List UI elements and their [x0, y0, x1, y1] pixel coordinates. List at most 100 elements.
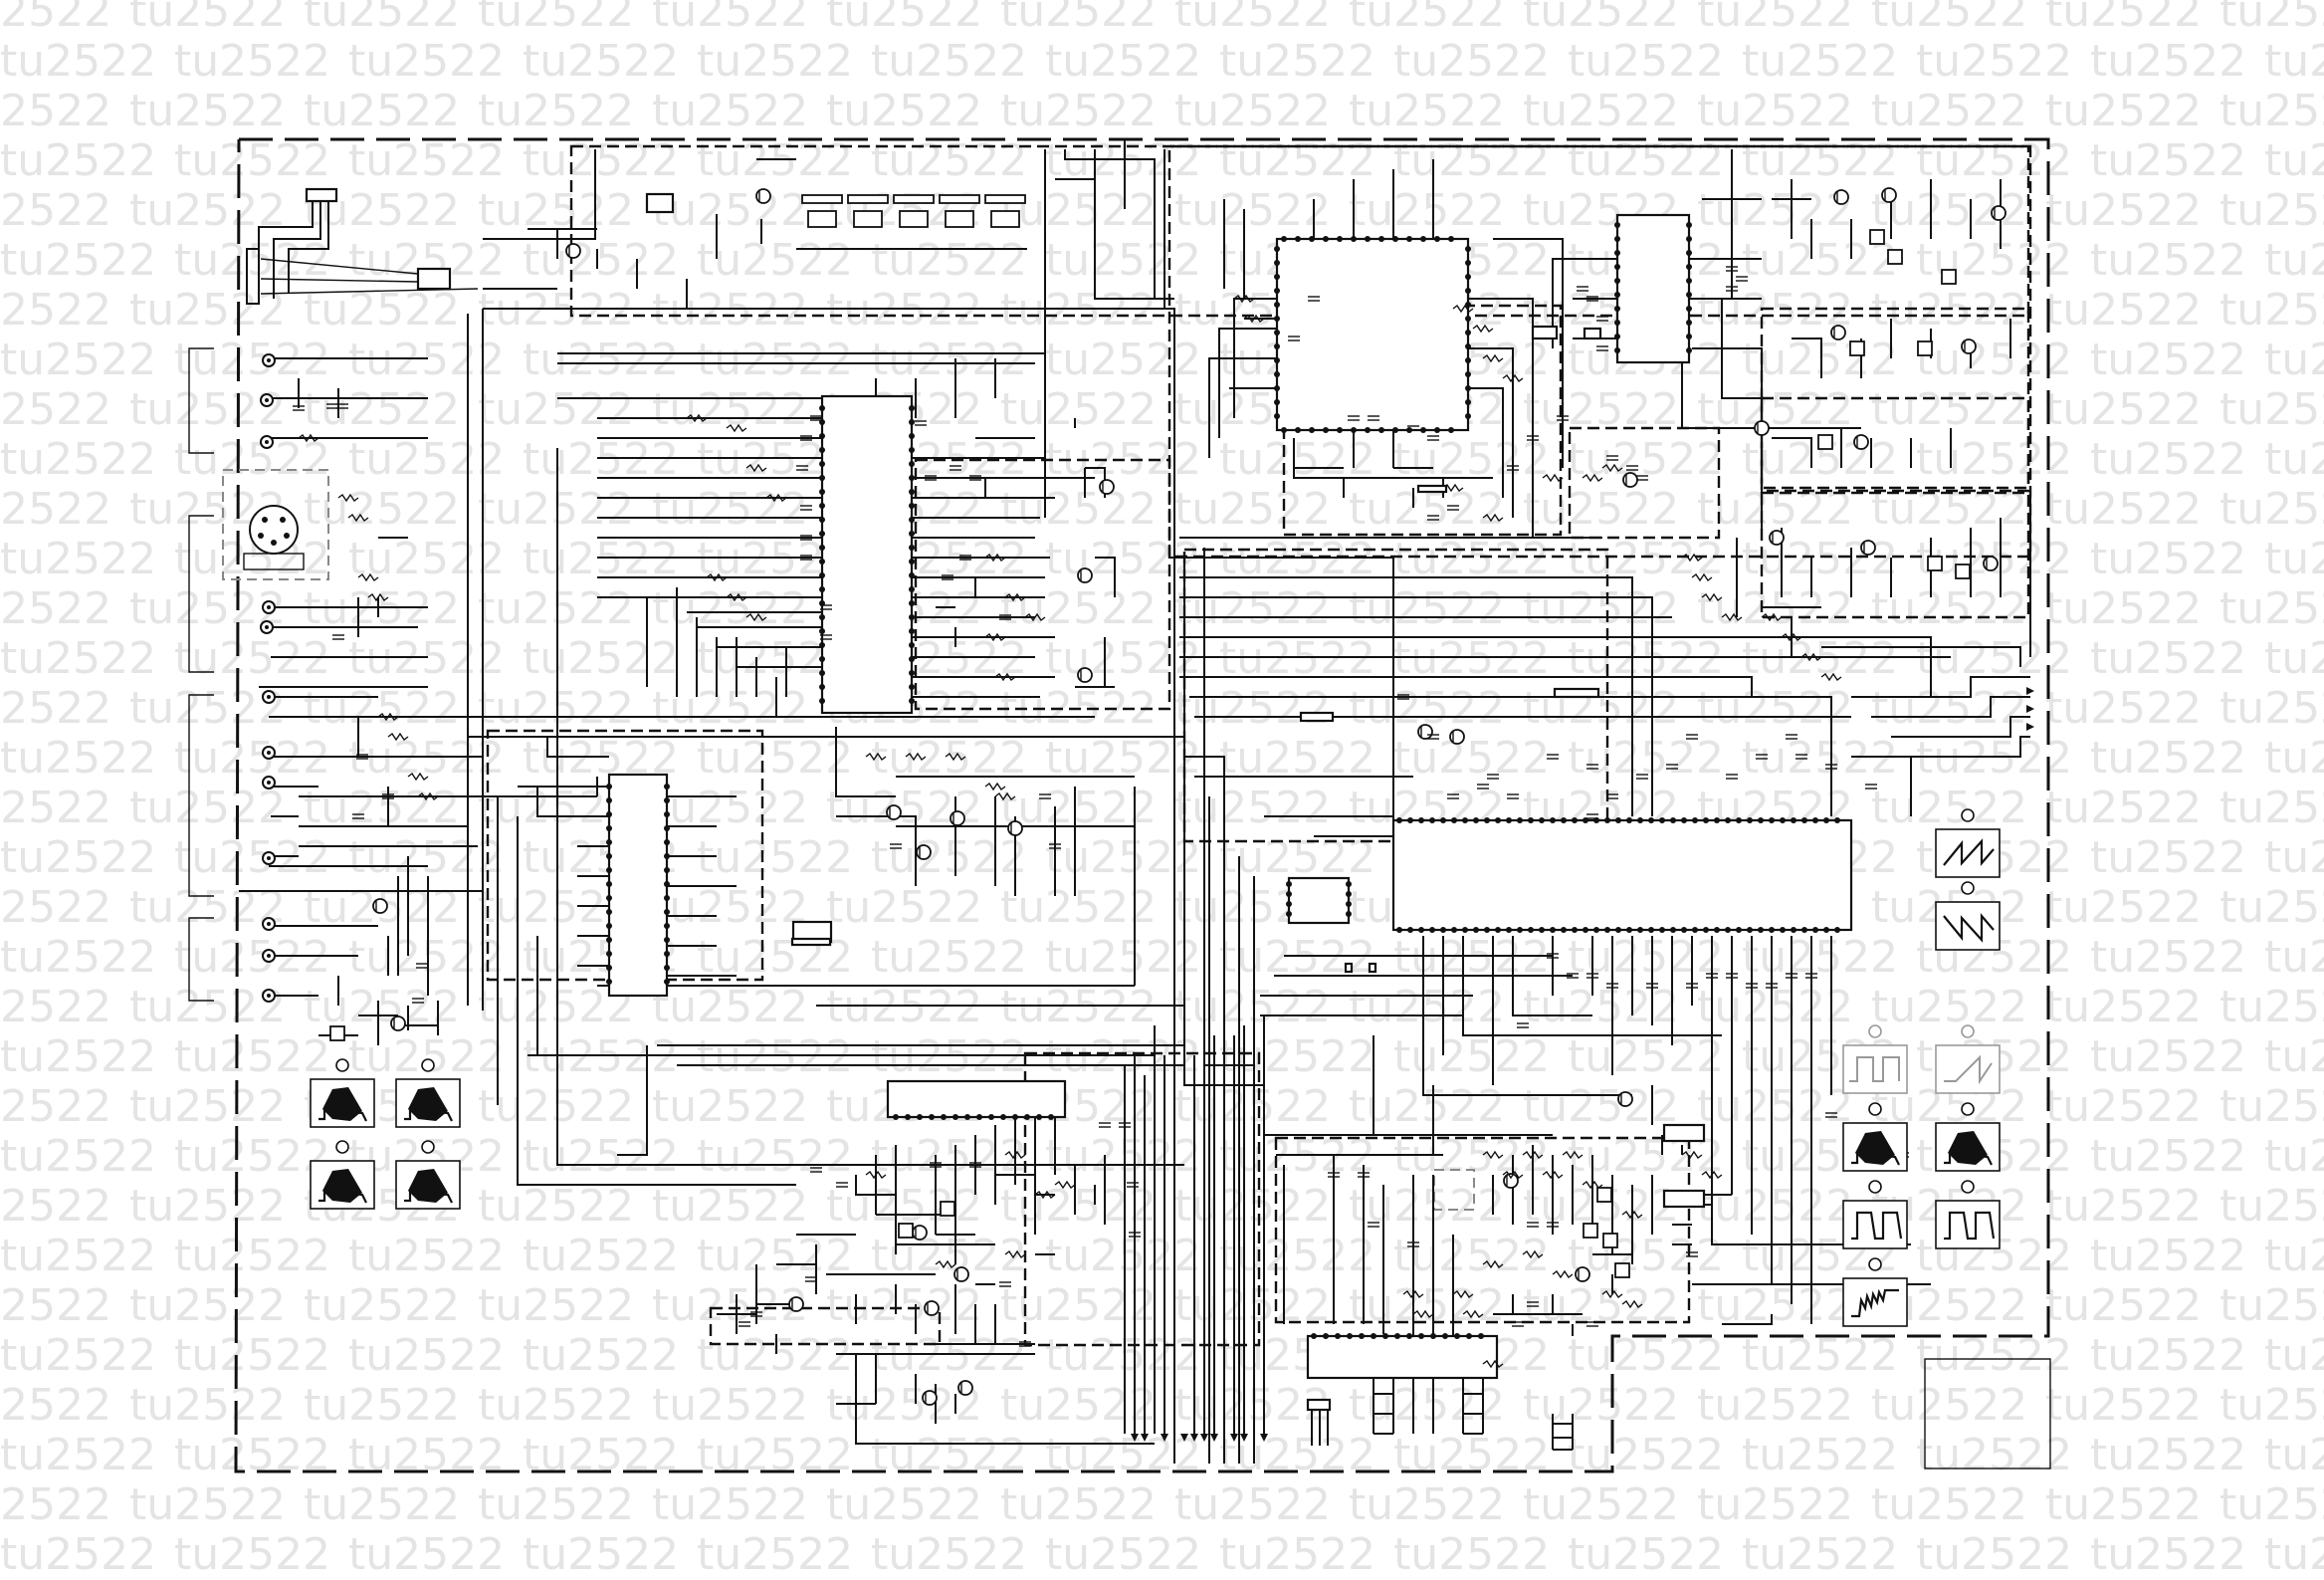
ic-dip-upper-right [1615, 213, 1691, 364]
capacitor-symbol [1756, 754, 1768, 760]
connector-header [1662, 1189, 1706, 1209]
resistor-symbol [1601, 463, 1623, 473]
transistor-icon [1983, 556, 1999, 571]
capacitor-symbol [1368, 415, 1379, 421]
resistor-symbol [1034, 1190, 1056, 1200]
input-jack-symbol [262, 989, 276, 1003]
signal-arrow-icon [1240, 1434, 1248, 1442]
capacitor-symbol [1512, 1321, 1524, 1327]
capacitor-symbol [1786, 734, 1797, 740]
capacitor-symbol [1586, 973, 1598, 979]
wiring [239, 139, 2031, 1464]
top-left-connector [246, 187, 479, 305]
transistor-icon [940, 1201, 955, 1217]
capacitor-symbol [999, 614, 1011, 620]
resistor-symbol [1482, 513, 1504, 523]
transistor-icon [1583, 1223, 1598, 1239]
capacitor-symbol [890, 843, 902, 849]
input-jack-symbol [260, 620, 274, 634]
transistor-icon [1622, 472, 1638, 488]
capacitor-symbol [1596, 316, 1608, 322]
resistor-symbol [347, 513, 369, 523]
capacitor-symbol [1586, 764, 1598, 770]
capacitor-symbol [1865, 784, 1877, 790]
capacitor-symbol [1606, 793, 1618, 799]
resistor-symbol [945, 752, 966, 762]
oscilloscope-waveform-icon [310, 1140, 375, 1210]
signal-arrow-icon [1141, 1434, 1149, 1442]
ic-qfp-upper [1275, 237, 1470, 432]
capacitor-symbol [1726, 973, 1738, 979]
transistor-icon [924, 1300, 940, 1316]
capacitor-symbol [1427, 734, 1439, 740]
resistor-symbol [1601, 1289, 1623, 1299]
connector-header [1553, 687, 1600, 699]
capacitor-symbol [1586, 813, 1598, 819]
waveform-icons [310, 808, 2001, 1327]
capacitor-symbol [1507, 793, 1519, 799]
transistor-icon [957, 1380, 973, 1396]
passive-components [293, 266, 1909, 1369]
resistor-symbol [1522, 1150, 1544, 1160]
transistor-icon [950, 810, 965, 826]
resistor-symbol [1243, 314, 1265, 324]
capacitor-symbol [969, 475, 981, 481]
resistor-symbol [726, 423, 747, 433]
signal-arrows [1131, 687, 2034, 1442]
capacitor-symbol [1477, 784, 1489, 790]
transistor-icon [1602, 1233, 1618, 1248]
capacitor-symbol [1686, 983, 1698, 989]
capacitor-symbol [1805, 973, 1817, 979]
signal-arrow-icon [2026, 687, 2034, 695]
resistor-symbol [984, 553, 1006, 563]
capacitor-symbol [1527, 1301, 1539, 1307]
capacitor-symbol [1328, 1172, 1340, 1178]
input-jack-symbol [262, 746, 276, 760]
resistor-symbol [745, 612, 767, 622]
ic-bottom-right [1306, 1334, 1499, 1380]
ic-small-mid [1287, 876, 1351, 925]
capacitor-symbol [1586, 1321, 1598, 1327]
resistor-symbol [1681, 553, 1703, 563]
capacitor-symbol [950, 465, 961, 471]
oscilloscope-waveform-icon [1842, 1180, 1908, 1249]
capacitor-symbol [1547, 1222, 1559, 1228]
capacitor-symbol [1407, 425, 1419, 431]
resistor-symbol [1820, 672, 1842, 682]
resistor-symbol [1691, 572, 1713, 582]
capacitor-symbol [1825, 1112, 1837, 1118]
oscilloscope-waveform-icon [1935, 1102, 2001, 1172]
transistor-icon [1849, 340, 1865, 356]
capacitor-symbol [1686, 734, 1698, 740]
resistor-symbol [1024, 612, 1046, 622]
signal-arrow-icon [1161, 1434, 1168, 1442]
capacitor-symbol [1129, 1232, 1141, 1238]
capacitor-symbol [942, 574, 953, 580]
capacitor-symbol [969, 1162, 981, 1168]
capacitor-symbol [1487, 774, 1499, 780]
transistor-icon [1077, 667, 1093, 683]
resistor-symbol [1552, 1269, 1574, 1279]
capacitor-symbol [1557, 415, 1569, 421]
ic-large-center-right [1391, 818, 1853, 932]
capacitor-symbol [820, 604, 832, 610]
transistor-icon [1077, 567, 1093, 583]
transistor-icon [1417, 724, 1433, 740]
resistor-symbol [1681, 1150, 1703, 1160]
capacitor-symbol [805, 1276, 817, 1282]
resistor-symbol [1621, 1299, 1643, 1309]
capacitor-symbol [750, 1311, 762, 1317]
resistor-symbol [1452, 304, 1474, 314]
capacitor-symbol [332, 634, 344, 640]
oscilloscope-waveform-icon [1935, 1180, 2001, 1249]
capacitor-symbol [1368, 1222, 1379, 1228]
capacitor-symbol [293, 405, 305, 411]
transistor-icon [390, 1016, 406, 1031]
oscilloscope-waveform-icon [1935, 1024, 2001, 1094]
resistor-symbol [357, 572, 379, 582]
resistor-symbol [1462, 1309, 1484, 1319]
oscilloscope-waveform-icon [395, 1058, 461, 1128]
input-jack-symbol [262, 776, 276, 790]
transistor-icon [1503, 1173, 1519, 1189]
resistor-symbol [984, 632, 1006, 642]
